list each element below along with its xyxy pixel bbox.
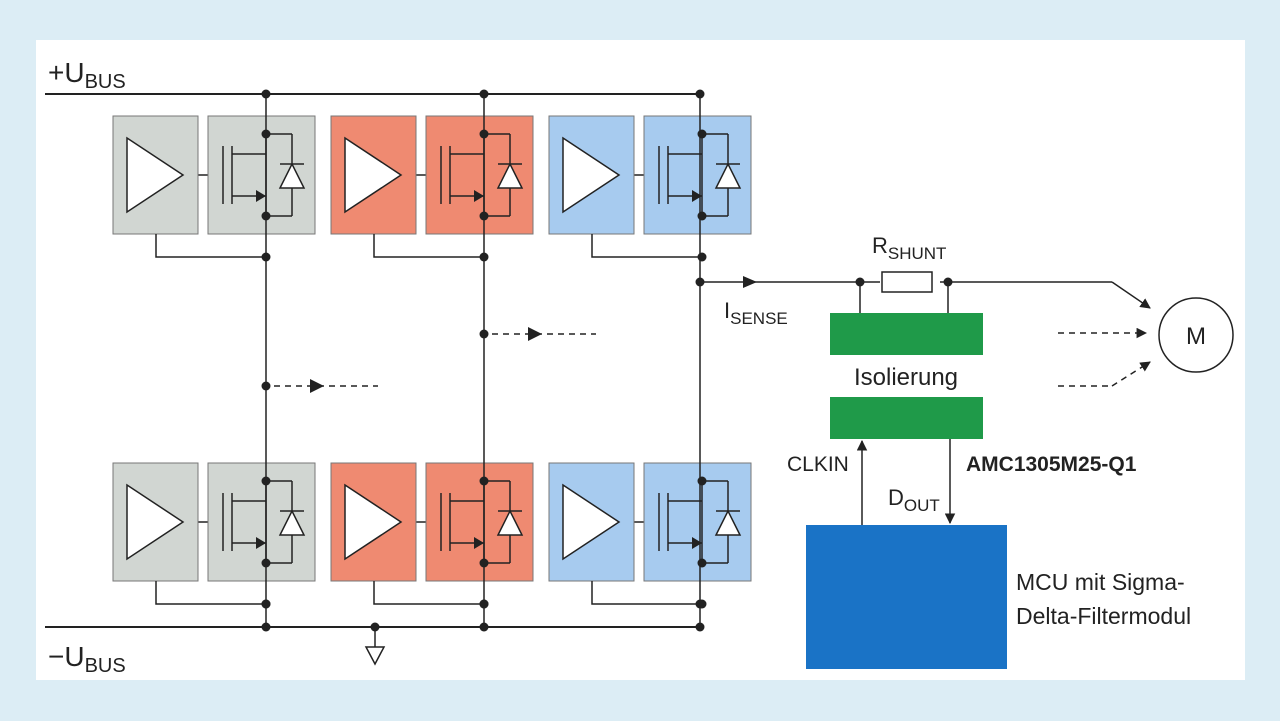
phase-v-low-driver-triangle — [344, 483, 403, 561]
circuit-diagram: M +UBUS −UBUS RSHUNT ISENSE Isolierung C… — [45, 57, 1234, 677]
clkin-label: CLKIN — [787, 453, 849, 476]
inverter-phases — [112, 89, 752, 632]
phase-u-top-node — [261, 89, 271, 99]
dout-label: DOUT — [888, 485, 940, 515]
phase-w-low-return-wire — [591, 581, 702, 605]
mcu-label-line2: Delta-Filtermodul — [1016, 603, 1191, 629]
phase-v-bottom-node — [479, 622, 489, 632]
motor-symbol — [1158, 297, 1234, 373]
phase-v-high-mosfet — [425, 115, 534, 235]
motor-phase-connections — [1058, 327, 1148, 387]
phase-v-top-node — [479, 89, 489, 99]
phase-u-high-return-wire — [155, 234, 266, 258]
diagram-frame: M +UBUS −UBUS RSHUNT ISENSE Isolierung C… — [36, 40, 1245, 680]
phase-v-output-arrow — [528, 327, 542, 341]
phase-v-midpoint-node — [479, 329, 489, 339]
shunt-label: RSHUNT — [872, 233, 946, 263]
isolator-top-block — [830, 313, 983, 355]
shunt-resistor — [881, 271, 933, 293]
phase-v-low-return-wire — [373, 581, 484, 605]
phase-v-low-mosfet — [425, 462, 534, 582]
isolation-label: Isolierung — [854, 364, 958, 391]
phase-u-high-driver-triangle — [126, 136, 185, 214]
phase-v-high-driver-triangle — [344, 136, 403, 214]
phase-v-high-return-wire — [373, 234, 484, 258]
negative-bus-label: −UBUS — [48, 641, 126, 677]
motor-phase-lower-connection — [1111, 361, 1151, 387]
sense-wiring — [700, 281, 1151, 313]
phase-w-high-return-node — [697, 252, 707, 262]
phase-v-low-node — [479, 599, 489, 609]
phase-u-bottom-node — [261, 622, 271, 632]
phase-u-low-node — [261, 599, 271, 609]
phase-u-low-return-wire — [155, 581, 266, 605]
ground-node — [370, 622, 380, 632]
mcu-block — [806, 525, 1007, 669]
phase-u-output-arrow — [310, 379, 324, 393]
phase-u-low-driver-triangle — [126, 483, 185, 561]
positive-bus-label: +UBUS — [48, 57, 126, 93]
shunt-node-left — [855, 277, 865, 287]
phase-w-high-return-wire — [591, 234, 702, 258]
phase-u-low-mosfet — [207, 462, 316, 582]
ground-symbol — [364, 627, 386, 666]
shunt-node-right — [943, 277, 953, 287]
phase-w-low-node — [695, 599, 705, 609]
phase-u-midpoint-node — [261, 381, 271, 391]
phase-w-bottom-node — [695, 622, 705, 632]
phase-w-high-mosfet — [643, 115, 752, 235]
mcu-label-line1: MCU mit Sigma- — [1016, 569, 1185, 595]
isense-arrow — [743, 276, 757, 288]
motor-label: M — [1186, 323, 1206, 350]
isolator-bottom-block — [830, 397, 983, 439]
phase-w-low-mosfet — [643, 462, 752, 582]
phase-u-high-mosfet — [207, 115, 316, 235]
phase-w-low-driver-triangle — [562, 483, 621, 561]
device-label: AMC1305M25-Q1 — [966, 453, 1137, 476]
phase-w-top-node — [695, 89, 705, 99]
isense-label: ISENSE — [724, 298, 788, 328]
phase-w-high-driver-triangle — [562, 136, 621, 214]
